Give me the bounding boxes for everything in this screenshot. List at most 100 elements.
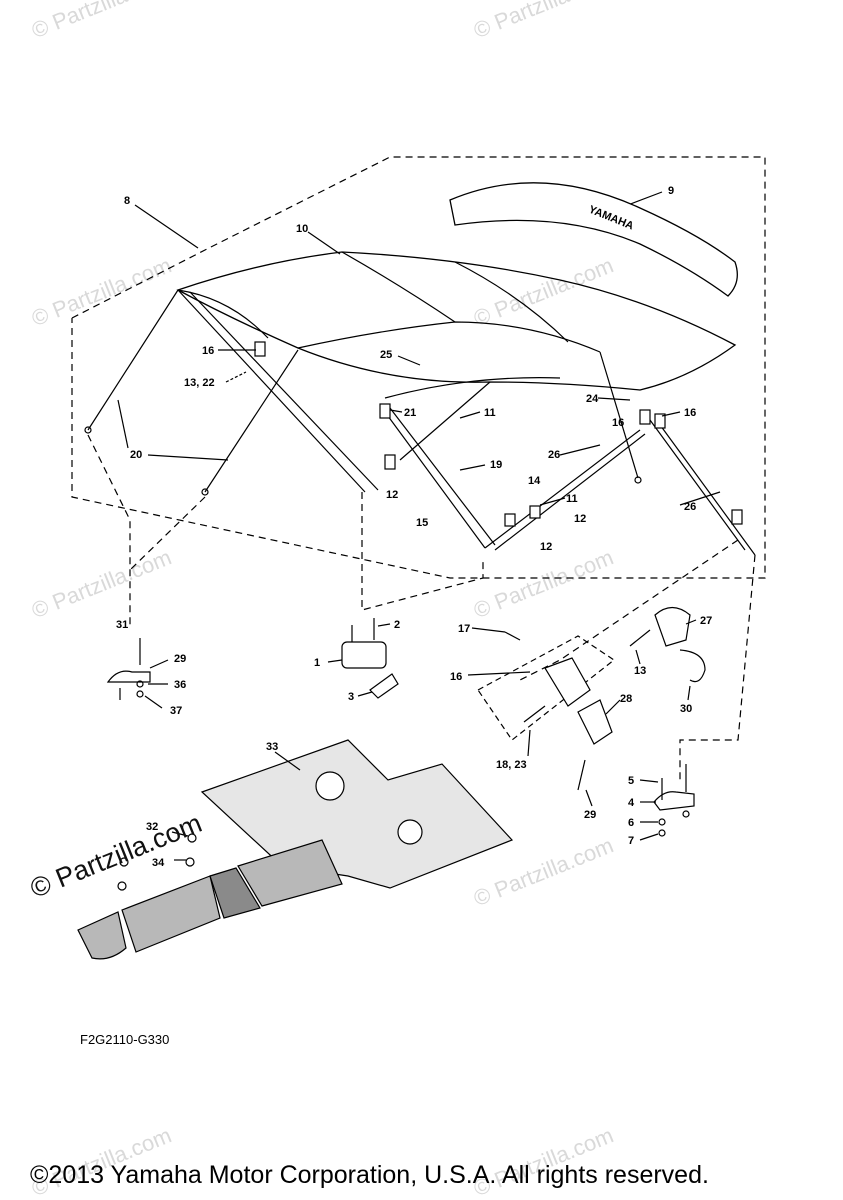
frame-tube-26b [654,417,756,556]
frame-tube-lower-b [494,433,646,551]
callout: 32 [146,821,158,833]
frame-tube-19 [177,289,366,493]
callout: 29 [584,809,596,821]
leader-line [679,491,721,506]
callout: 16 [202,345,214,357]
callout: 33 [266,741,278,753]
bolt-18 [523,705,546,723]
connector-dashed [361,492,484,611]
strap-end [201,488,209,496]
callout: 31 [116,619,128,631]
leader-line [687,685,691,701]
frame-tube-19b [189,291,379,491]
callout: 3 [348,691,354,703]
callout: 16 [684,407,696,419]
leader-line [639,779,659,783]
callout: 11 [484,407,496,419]
callout-labels: 8 9 10 16 13, 22 25 21 11 24 16 16 20 26… [116,185,712,869]
frame-tube-11 [384,411,486,549]
frame-tube-lower [484,429,641,549]
leader-line [307,231,341,255]
frame-tube-11-upper [399,381,491,461]
leader-line [149,659,169,669]
leader-line [685,619,697,625]
callout: 6 [628,817,634,829]
callout: 37 [170,705,182,717]
callout: 28 [620,693,632,705]
frame-tube-26 [649,419,746,551]
callout: 8 [124,195,130,207]
fastener [119,857,129,867]
leader-line [639,833,659,841]
leader-line [605,699,621,715]
leader-line [225,371,247,383]
step-mat-left [77,911,127,960]
frame-tube-11b [389,407,496,546]
fitting-16 [254,341,266,357]
nut-7 [658,829,666,837]
fastener [117,881,127,891]
leader-line [117,399,129,449]
callout: 16 [612,417,624,429]
callout: 11 [566,493,578,505]
leader-line [397,355,421,366]
leader-line [171,831,189,837]
callout: 26 [684,501,696,513]
fitting-16 [654,413,666,429]
leader-line [559,444,601,456]
leader-line [635,649,641,665]
step-mat [237,839,343,907]
leader-line [327,659,343,663]
assembly-boundary [71,156,766,579]
callout: 25 [380,349,392,361]
callout: 19 [490,459,502,471]
leader-line [274,751,301,771]
callout: 17 [458,623,470,635]
callout: 20 [130,449,142,461]
leader-line [471,627,506,633]
leader-line [147,454,229,461]
bracket-4 [653,791,695,811]
leader-line [377,623,391,627]
callout: 34 [152,857,165,869]
callout: 26 [548,449,560,461]
connector-dashed [129,496,206,571]
canvas-seam [384,377,561,399]
callout: 7 [628,835,634,847]
step-mat [121,875,221,953]
hinge-27 [654,606,691,647]
fitting-12 [384,454,396,470]
frame-tube-20-left [87,289,179,431]
leader-line [389,409,403,413]
callout: 10 [296,223,308,235]
fitting-end [731,509,743,525]
screw-17 [504,631,521,641]
callout: 13 [634,665,646,677]
mount-block-1 [341,641,387,669]
callout: 29 [174,653,186,665]
pin-29 [577,759,586,791]
nut-37 [136,690,144,698]
callout: 1 [314,657,320,669]
leader-line [539,497,566,506]
callout: 2 [394,619,400,631]
callout: 30 [680,703,692,715]
clamp-16 [544,657,591,707]
frame-tube-20-right [204,349,299,493]
fastener-32 [187,833,197,843]
callout: 4 [628,797,635,809]
leader-line [134,204,199,249]
fitting-12 [504,513,516,527]
callout: 18, 23 [496,759,527,771]
callout: 24 [586,393,599,405]
bimini-top-canvas [176,251,737,391]
subassembly-16-outline [477,635,616,741]
fitting-21 [379,403,391,419]
callout: 12 [574,513,586,525]
leader-line [459,411,481,419]
nut [682,810,690,818]
callout: 14 [528,475,541,487]
callout: 13, 22 [184,377,215,389]
leader-line [357,691,373,697]
